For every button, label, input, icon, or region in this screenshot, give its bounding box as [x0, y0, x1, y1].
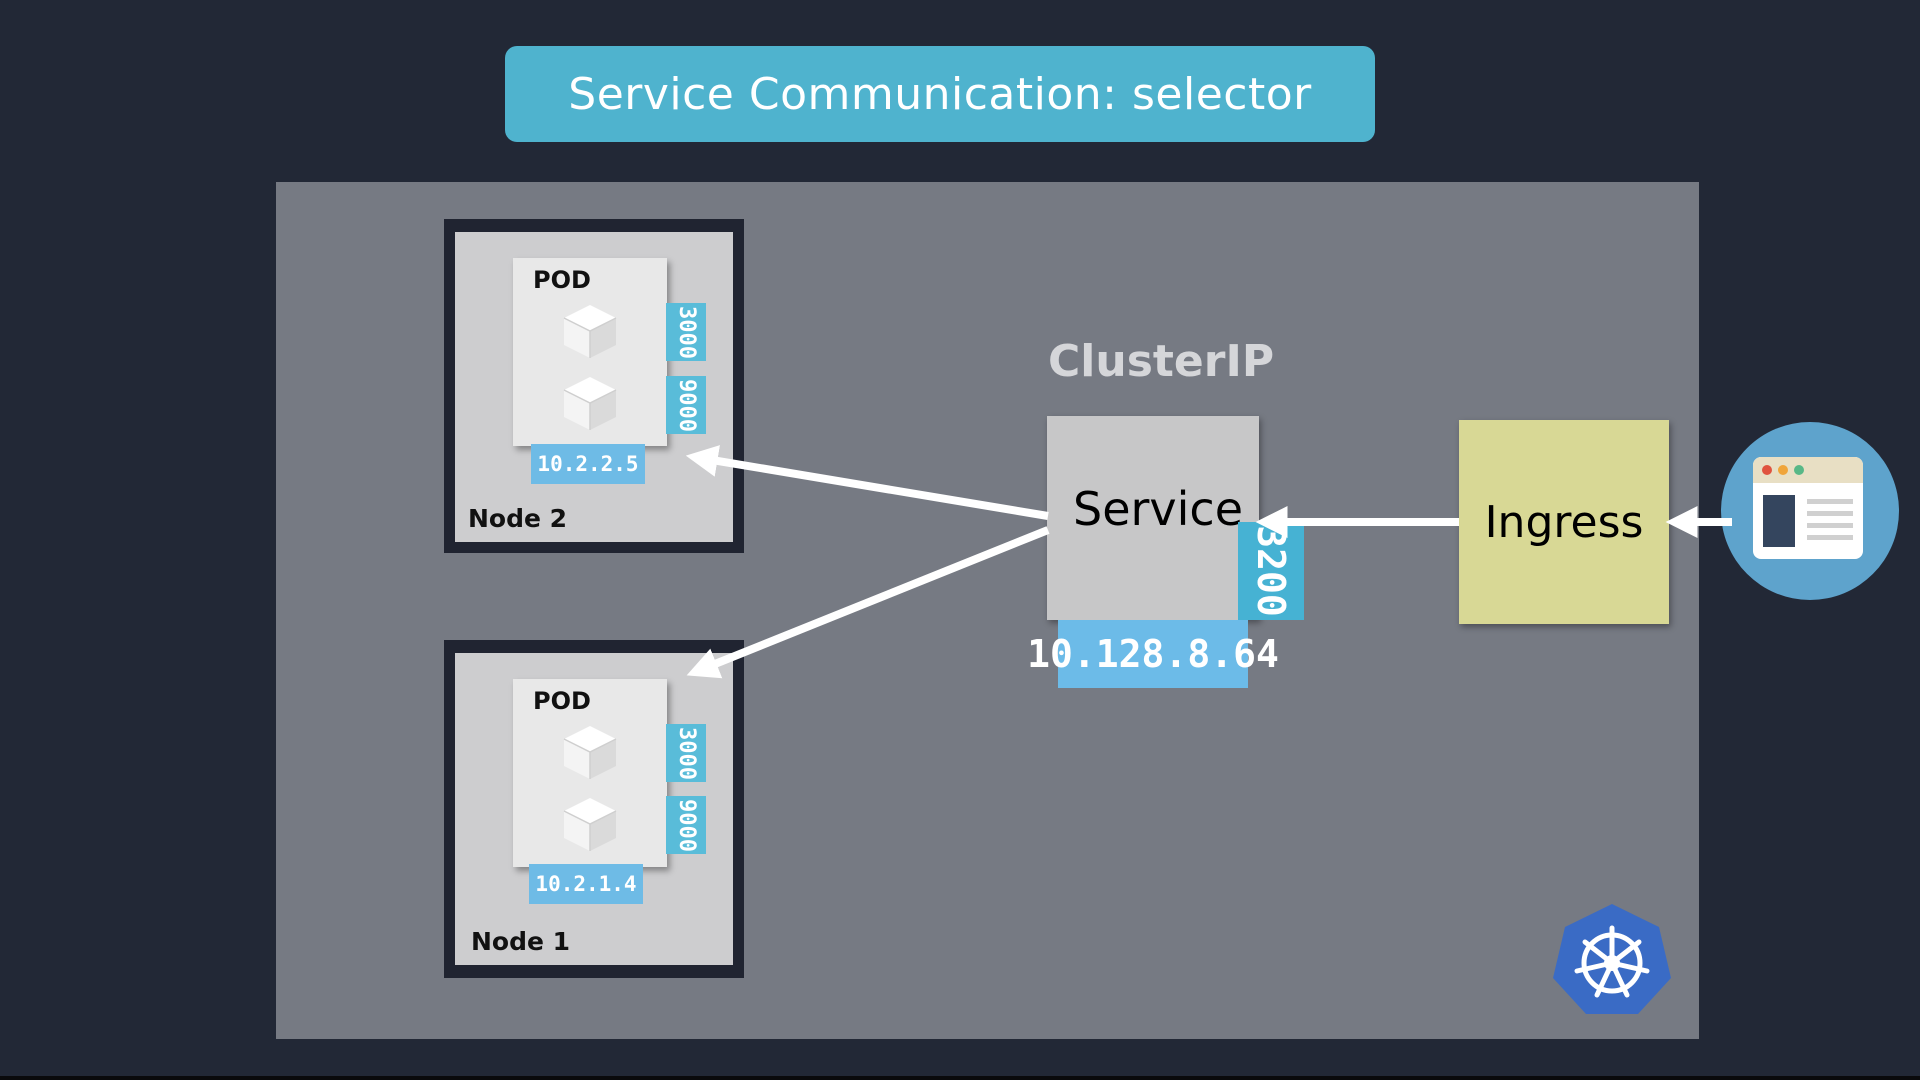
pod-ip: 10.2.2.5 [537, 452, 639, 476]
service-type-label: ClusterIP [1048, 336, 1275, 387]
service-ip-tag: 10.128.8.64 [1027, 620, 1279, 688]
arrow-service-to-node2 [685, 445, 1049, 520]
arrow-service-to-node1 [686, 526, 1050, 679]
client-circle [1721, 422, 1899, 600]
service-port-tag: 3200 [1238, 522, 1304, 620]
pod-ip-tag: 10.2.1.4 [529, 864, 643, 904]
pod-label: POD [533, 687, 591, 715]
pod-port-tag: 9000 [666, 376, 706, 434]
container-cube-icon [563, 305, 617, 358]
pod-ip-tag: 10.2.2.5 [531, 444, 645, 484]
node-2-body: POD 3000 9 [455, 232, 733, 542]
node-2: POD 3000 9 [444, 219, 744, 553]
container-cube-icon [563, 798, 617, 851]
container-cube-icon [563, 377, 617, 430]
container-cube-icon [563, 726, 617, 779]
pod-port-tag: 9000 [666, 796, 706, 854]
browser-window-icon [1753, 457, 1863, 559]
service-name: Service [1073, 482, 1244, 536]
service-box: Service [1047, 416, 1259, 620]
node-label: Node 1 [471, 927, 571, 956]
title-banner: Service Communication: selector [505, 46, 1375, 142]
kubernetes-logo [1553, 904, 1671, 1014]
ingress-box: Ingress [1459, 420, 1669, 624]
node-1-body: POD 3000 9 [455, 653, 733, 965]
pod: POD [513, 679, 667, 867]
pod-label: POD [533, 266, 591, 294]
pod-port-tag: 3000 [666, 303, 706, 361]
pod-port-tag: 3000 [666, 724, 706, 782]
pod: POD [513, 258, 667, 446]
node-1: POD 3000 9 [444, 640, 744, 978]
node-label: Node 2 [468, 504, 568, 533]
slide-title: Service Communication: selector [568, 68, 1312, 120]
pod-ip: 10.2.1.4 [535, 872, 637, 896]
service-ip: 10.128.8.64 [1027, 632, 1279, 676]
bottom-edge [0, 1076, 1920, 1080]
ingress-name: Ingress [1484, 496, 1644, 548]
